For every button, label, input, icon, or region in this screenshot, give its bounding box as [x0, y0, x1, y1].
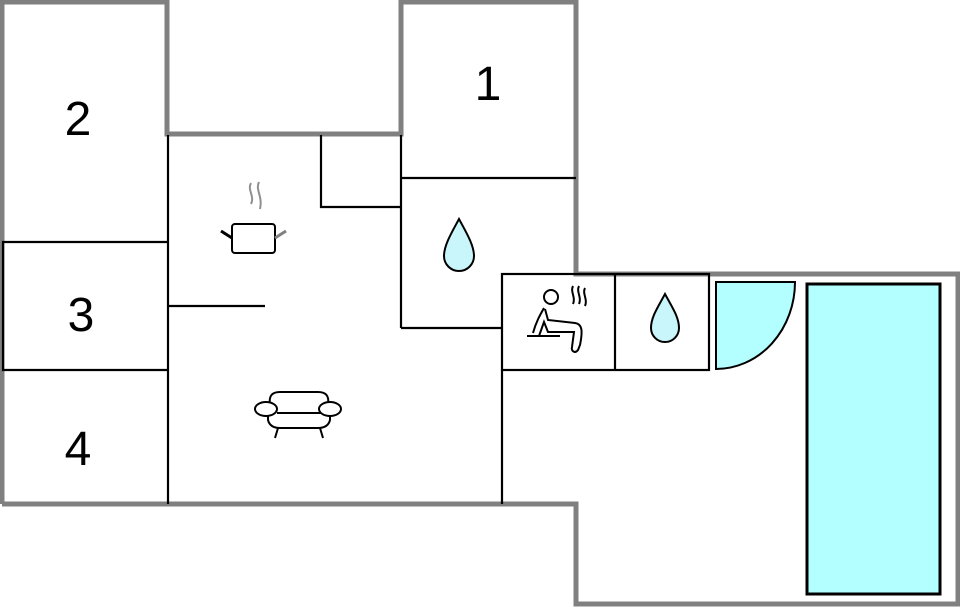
water-drop-icon	[442, 216, 476, 272]
room-label-1: 1	[475, 58, 502, 111]
kitchen-pot-icon	[220, 181, 287, 254]
hot-tub-icon	[715, 281, 797, 371]
room-label-2: 2	[65, 93, 92, 146]
swimming-pool-icon	[805, 282, 942, 596]
sauna-icon	[527, 285, 587, 353]
room-label-4: 4	[65, 423, 92, 476]
water-drop-icon	[649, 291, 681, 343]
sofa-icon	[254, 391, 342, 439]
interior-walls	[1, 135, 711, 504]
room-label-3: 3	[68, 289, 95, 342]
